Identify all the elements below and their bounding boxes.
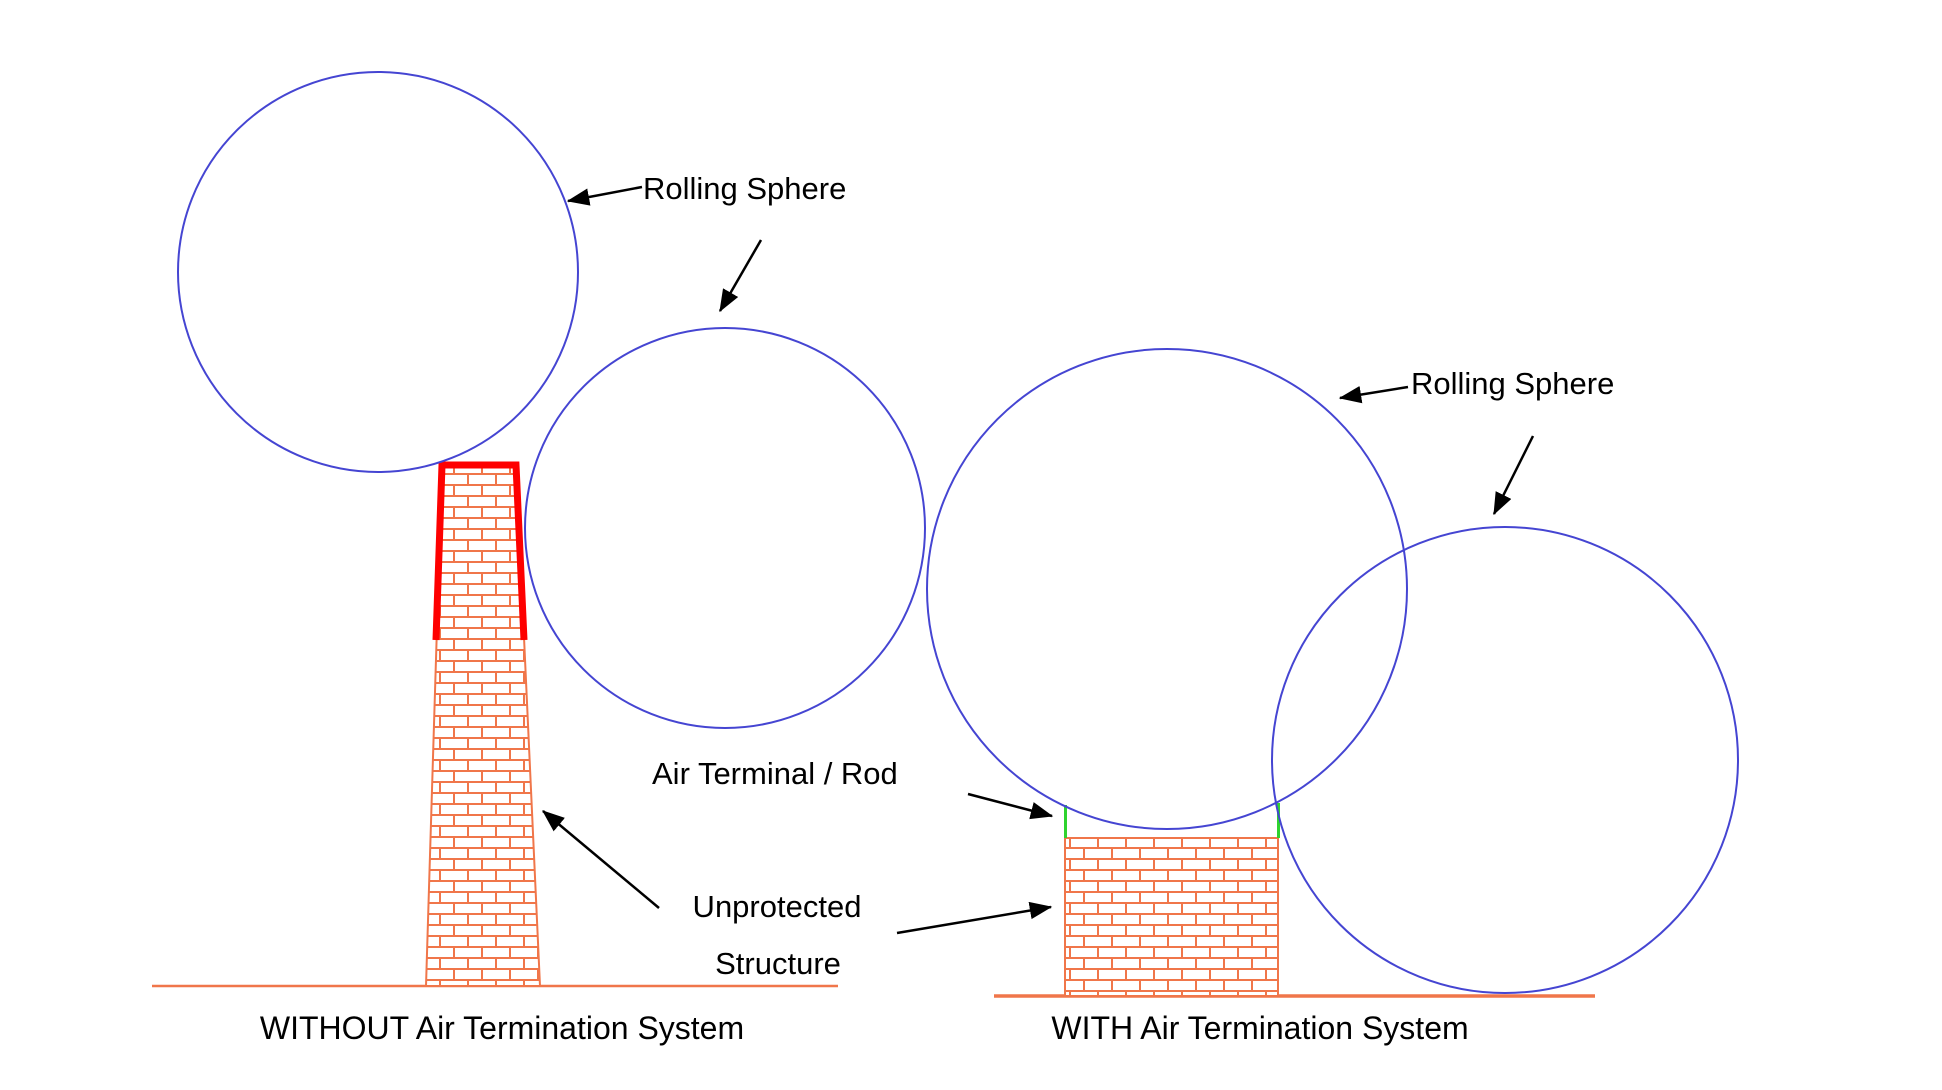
rolling-sphere-circle-2: [524, 327, 926, 729]
caption-with-air-termination: WITH Air Termination System: [1051, 1010, 1469, 1046]
unprotected-structure-label-line2: Structure: [715, 946, 841, 981]
caption-without-air-termination: WITHOUT Air Termination System: [259, 1010, 745, 1046]
arrow-rolling-sphere-to-circle-1: [566, 185, 643, 206]
air-terminal-rod-label: Air Terminal / Rod: [652, 756, 898, 791]
strike-zone-highlight: [432, 461, 528, 641]
arrow-rolling-sphere-to-circle-2: [718, 239, 763, 313]
arrow-air-terminal-to-rod: [967, 792, 1054, 820]
unprotected-structure-label-line1: Unprotected: [692, 889, 862, 924]
rolling-sphere-label-right: Rolling Sphere: [1411, 366, 1615, 401]
arrow-unprotected-to-building: [896, 901, 1053, 935]
arrow-rolling-sphere-to-circle-4: [1492, 435, 1535, 516]
rolling-sphere-circle-1: [177, 71, 579, 473]
protected-building: [1064, 837, 1279, 997]
rolling-sphere-label-left: Rolling Sphere: [643, 171, 847, 206]
rolling-sphere-circle-3: [926, 348, 1408, 830]
arrow-unprotected-to-chimney: [542, 810, 660, 909]
arrow-rolling-sphere-to-circle-3: [1338, 385, 1409, 404]
rolling-sphere-circle-4: [1271, 526, 1739, 994]
